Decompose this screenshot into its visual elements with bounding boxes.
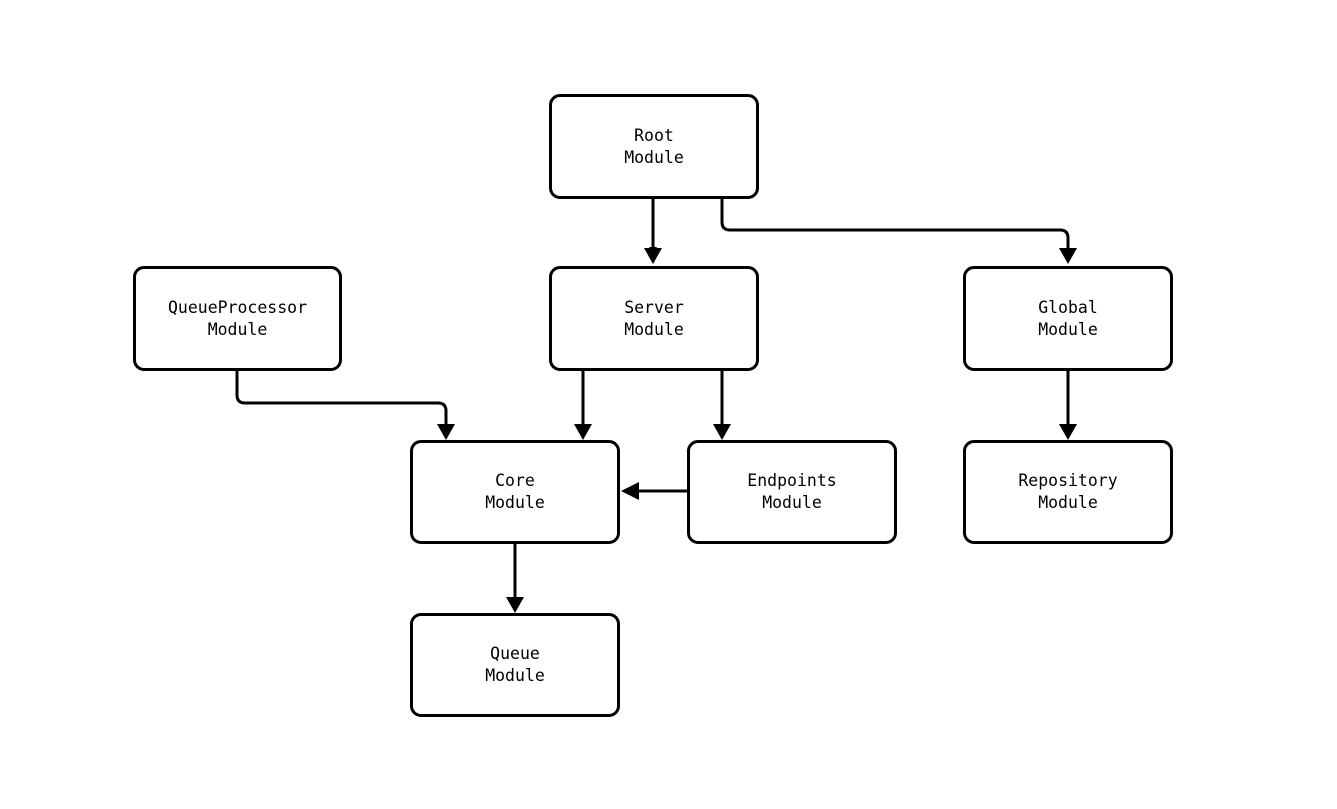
node-queueprocessor-module[interactable]: QueueProcessor Module — [133, 266, 342, 371]
node-endpoints-module-line1: Endpoints — [747, 471, 837, 490]
node-queueprocessor-module-line2: Module — [207, 319, 268, 339]
edge-core-to-queue — [506, 544, 524, 613]
node-global-module-line2: Module — [1038, 319, 1098, 339]
node-queue-module-line2: Module — [485, 666, 545, 685]
node-endpoints-module[interactable]: Endpoints Module — [687, 440, 897, 544]
node-core-module-line1: Core — [495, 471, 535, 490]
node-endpoints-module-line2: Module — [762, 493, 822, 512]
node-root-module-line2: Module — [624, 147, 684, 167]
edge-queueprocessor-to-core — [235, 371, 455, 440]
node-core-module[interactable]: Core Module — [410, 440, 620, 544]
node-repository-module-line1: Repository — [1018, 471, 1118, 490]
edge-server-to-core — [574, 371, 592, 440]
node-global-module[interactable]: Global Module — [963, 266, 1173, 371]
edge-root-to-server — [644, 199, 662, 264]
node-root-module[interactable]: Root Module — [549, 94, 759, 199]
edge-global-to-repository — [1059, 371, 1077, 440]
node-queue-module-line1: Queue — [490, 644, 540, 663]
node-queueprocessor-module-line1: QueueProcessor — [167, 297, 308, 317]
node-global-module-line1: Global — [1038, 297, 1098, 317]
node-repository-module[interactable]: Repository Module — [963, 440, 1173, 544]
edge-endpoints-to-core — [621, 482, 687, 500]
node-server-module-line2: Module — [624, 319, 684, 339]
node-server-module[interactable]: Server Module — [549, 266, 759, 371]
node-root-module-line1: Root — [634, 125, 674, 145]
node-core-module-line2: Module — [485, 493, 545, 512]
node-server-module-line1: Server — [624, 297, 684, 317]
node-queue-module[interactable]: Queue Module — [410, 613, 620, 717]
node-repository-module-line2: Module — [1038, 493, 1098, 512]
edge-server-to-endpoints — [713, 371, 731, 440]
edge-root-to-global — [720, 199, 1077, 264]
